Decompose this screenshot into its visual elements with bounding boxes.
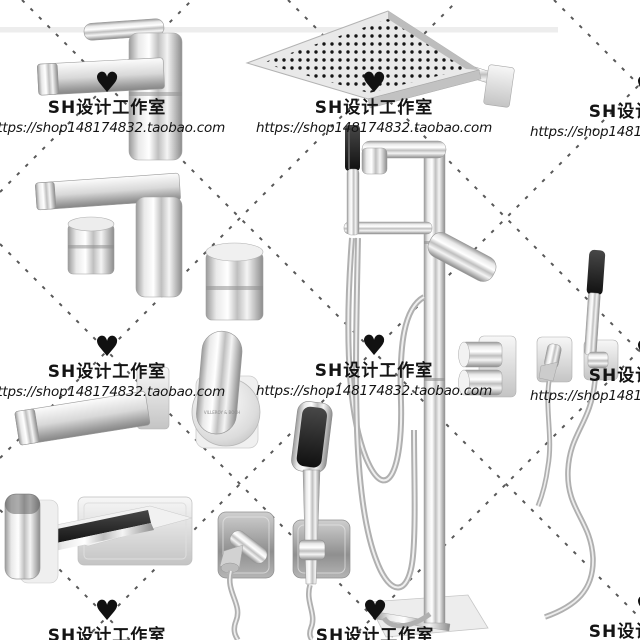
figure-hand-shower-bracket xyxy=(291,401,351,640)
hand-shower-holder-bar xyxy=(343,221,433,235)
figure-hand-shower-stick xyxy=(544,249,619,620)
figure-shower-holder xyxy=(217,511,275,640)
shower-nozzle-face xyxy=(262,19,466,93)
shower-hose xyxy=(353,237,418,591)
background-streak xyxy=(0,27,558,33)
figure-freestanding-bath-filler xyxy=(343,125,497,638)
hand-shower-grip xyxy=(586,249,606,296)
mixer-lever xyxy=(427,232,497,282)
shower-hose xyxy=(544,379,598,620)
waterfall-slot xyxy=(38,510,151,546)
column-pole xyxy=(423,148,446,624)
figure-rain-shower-head xyxy=(245,10,515,109)
figure-waterfall-spout xyxy=(4,493,193,584)
figure-single-lever-basin-faucet xyxy=(37,18,183,161)
wall-flange xyxy=(483,64,515,108)
figure-widespread-basin-faucet xyxy=(35,172,264,321)
hand-shower-grip xyxy=(345,125,360,171)
figure-thermostat-valve xyxy=(458,335,517,398)
hand-shower-face xyxy=(296,406,328,468)
brand-logo-text: VILLEROY & BOCH xyxy=(204,410,240,415)
figure-wall-elbow xyxy=(535,336,573,507)
figure-wall-spout-round-valve: VILLEROY & BOCH xyxy=(14,330,261,449)
valve-lever xyxy=(196,330,243,435)
